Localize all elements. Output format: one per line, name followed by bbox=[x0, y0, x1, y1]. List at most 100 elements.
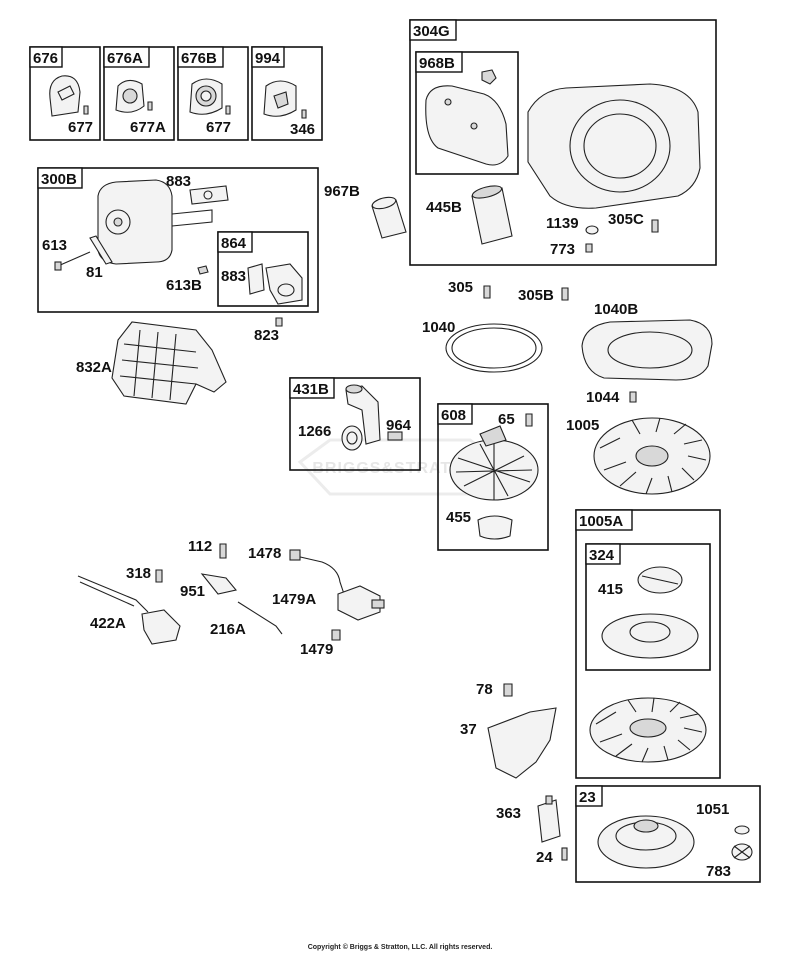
ignition-coil-422A bbox=[77, 575, 181, 645]
group-968B-label: 968B bbox=[419, 55, 455, 72]
part-677: 677 bbox=[68, 119, 93, 136]
part-1479A: 1479A bbox=[272, 591, 316, 608]
group-676B: 676B 677 bbox=[177, 46, 249, 141]
screw-305C bbox=[651, 219, 659, 233]
pin-24 bbox=[561, 847, 568, 861]
group-300B-tag bbox=[37, 167, 83, 189]
exhaust-adapter-864 bbox=[265, 263, 303, 305]
group-1005A-box bbox=[575, 509, 721, 779]
group-676-label: 676 bbox=[33, 50, 58, 67]
group-994-tag bbox=[251, 46, 285, 68]
part-773: 773 bbox=[550, 241, 575, 258]
shroud-1040B bbox=[581, 319, 713, 381]
screw-823 bbox=[275, 317, 283, 327]
washer-1051 bbox=[734, 825, 750, 835]
group-968B-tag bbox=[415, 51, 463, 73]
group-304G-label: 304G bbox=[413, 23, 450, 40]
part-613: 613 bbox=[42, 237, 67, 254]
group-23: 23 1051 783 bbox=[575, 785, 761, 883]
group-431B-box bbox=[289, 377, 421, 471]
screw-677A bbox=[147, 101, 153, 111]
washer-1139 bbox=[585, 225, 599, 235]
ring-1040 bbox=[445, 323, 543, 373]
part-305B: 305B bbox=[518, 287, 554, 304]
group-304G-box bbox=[409, 19, 717, 266]
part-677A: 677A bbox=[130, 119, 166, 136]
part-951: 951 bbox=[180, 583, 205, 600]
gear-783 bbox=[731, 843, 753, 861]
cup-455 bbox=[477, 515, 513, 540]
screw-613B bbox=[197, 265, 209, 275]
group-300B-box bbox=[37, 167, 319, 313]
elbow-431B bbox=[345, 384, 381, 445]
group-324-box bbox=[585, 543, 711, 671]
part-455: 455 bbox=[446, 509, 471, 526]
group-300B-label: 300B bbox=[41, 171, 77, 188]
group-431B-tag bbox=[289, 377, 335, 399]
gasket-883 bbox=[189, 185, 229, 205]
group-608-box bbox=[437, 403, 549, 551]
screw-78 bbox=[503, 683, 513, 697]
group-864-box bbox=[217, 231, 309, 307]
muffler-guard-832A bbox=[111, 321, 227, 405]
part-81: 81 bbox=[86, 264, 103, 281]
group-968B-box bbox=[415, 51, 519, 175]
part-37: 37 bbox=[460, 721, 477, 738]
part-1040B: 1040B bbox=[594, 301, 638, 318]
group-304G-tag bbox=[409, 19, 457, 41]
group-1005A-label: 1005A bbox=[579, 513, 623, 530]
part-318: 318 bbox=[126, 565, 151, 582]
part-613B: 613B bbox=[166, 277, 202, 294]
part-1479: 1479 bbox=[300, 641, 333, 658]
group-300B: 300B 883 613 81 613B 864 883 bbox=[37, 167, 319, 313]
part-1040: 1040 bbox=[422, 319, 455, 336]
part-305C: 305C bbox=[608, 211, 644, 228]
oring-1266 bbox=[341, 425, 363, 451]
part-112: 112 bbox=[188, 538, 212, 555]
solenoid-1479A bbox=[337, 585, 385, 621]
part-1051: 1051 bbox=[696, 801, 729, 818]
part-1044: 1044 bbox=[586, 389, 620, 406]
knob-968B bbox=[481, 69, 497, 85]
part-677-b: 677 bbox=[206, 119, 231, 136]
group-1005A: 1005A 324 415 bbox=[575, 509, 721, 779]
group-431B: 431B 1266 964 bbox=[289, 377, 421, 471]
fan-1005A bbox=[589, 697, 707, 763]
gasket-883-b bbox=[247, 263, 265, 295]
group-676: 676 677 bbox=[29, 46, 101, 141]
part-883: 883 bbox=[166, 173, 191, 190]
part-1478: 1478 bbox=[248, 545, 281, 562]
group-676B-label: 676B bbox=[181, 50, 217, 67]
wire-1478 bbox=[289, 549, 345, 595]
watermark-text: BRIGGS&STRATTON bbox=[312, 460, 487, 477]
screen-324 bbox=[601, 613, 699, 659]
part-24: 24 bbox=[536, 849, 553, 866]
group-994: 994 346 bbox=[251, 46, 323, 141]
blower-housing bbox=[527, 83, 701, 209]
part-363: 363 bbox=[496, 805, 521, 822]
group-676A: 676A 677A bbox=[103, 46, 175, 141]
part-783: 783 bbox=[706, 863, 731, 880]
part-445B: 445B bbox=[426, 199, 462, 216]
group-994-label: 994 bbox=[255, 50, 281, 67]
part-1005: 1005 bbox=[566, 417, 599, 434]
group-608-label: 608 bbox=[441, 407, 466, 424]
bracket-81 bbox=[89, 235, 113, 265]
group-324-label: 324 bbox=[589, 547, 615, 564]
part-823: 823 bbox=[254, 327, 279, 344]
group-864-tag bbox=[217, 231, 253, 253]
flywheel-23 bbox=[597, 815, 695, 869]
group-608-tag bbox=[437, 403, 473, 425]
group-304G: 304G 968B 445B 1139 773 305C bbox=[409, 19, 717, 266]
bracket-363 bbox=[537, 795, 561, 843]
cover-plate-994 bbox=[263, 80, 297, 117]
spacer-964 bbox=[387, 431, 403, 441]
copyright-text: Copyright © Briggs & Stratton, LLC. All … bbox=[307, 944, 493, 951]
group-431B-label: 431B bbox=[293, 381, 329, 398]
air-cleaner-cover bbox=[425, 85, 509, 166]
rewind-starter bbox=[449, 425, 539, 501]
group-23-box bbox=[575, 785, 761, 883]
part-346: 346 bbox=[290, 121, 315, 138]
cap-415 bbox=[637, 566, 683, 594]
